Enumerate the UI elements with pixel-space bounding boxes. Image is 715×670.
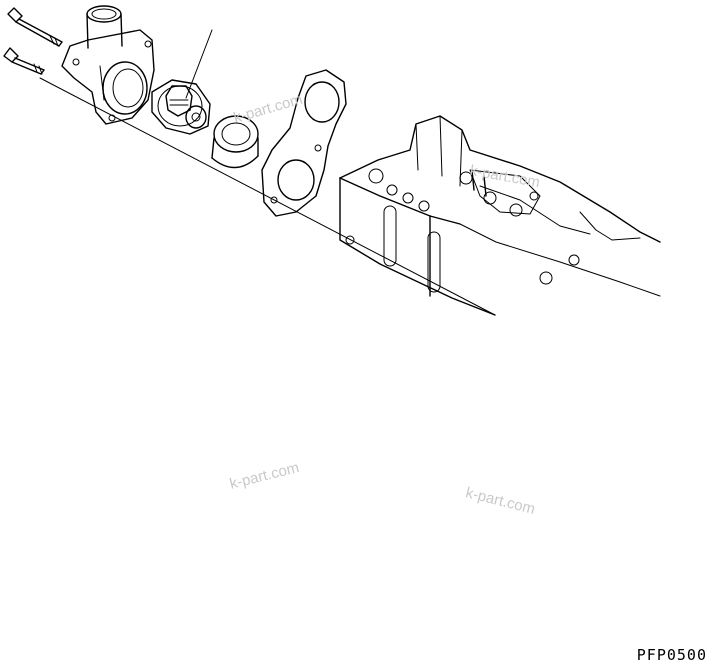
gasket-plate xyxy=(261,69,347,217)
seal-sleeve xyxy=(211,115,259,169)
assembly-axis-line xyxy=(39,77,496,316)
thermostat-with-gasket xyxy=(151,79,211,135)
mounting-bolt-lower xyxy=(3,47,45,75)
mounting-bolt-upper xyxy=(7,7,63,47)
cylinder-head xyxy=(339,115,661,316)
callout-leader-line xyxy=(185,29,213,99)
thermostat-housing xyxy=(61,5,155,125)
drawing-code: PFP0500 xyxy=(636,646,707,664)
